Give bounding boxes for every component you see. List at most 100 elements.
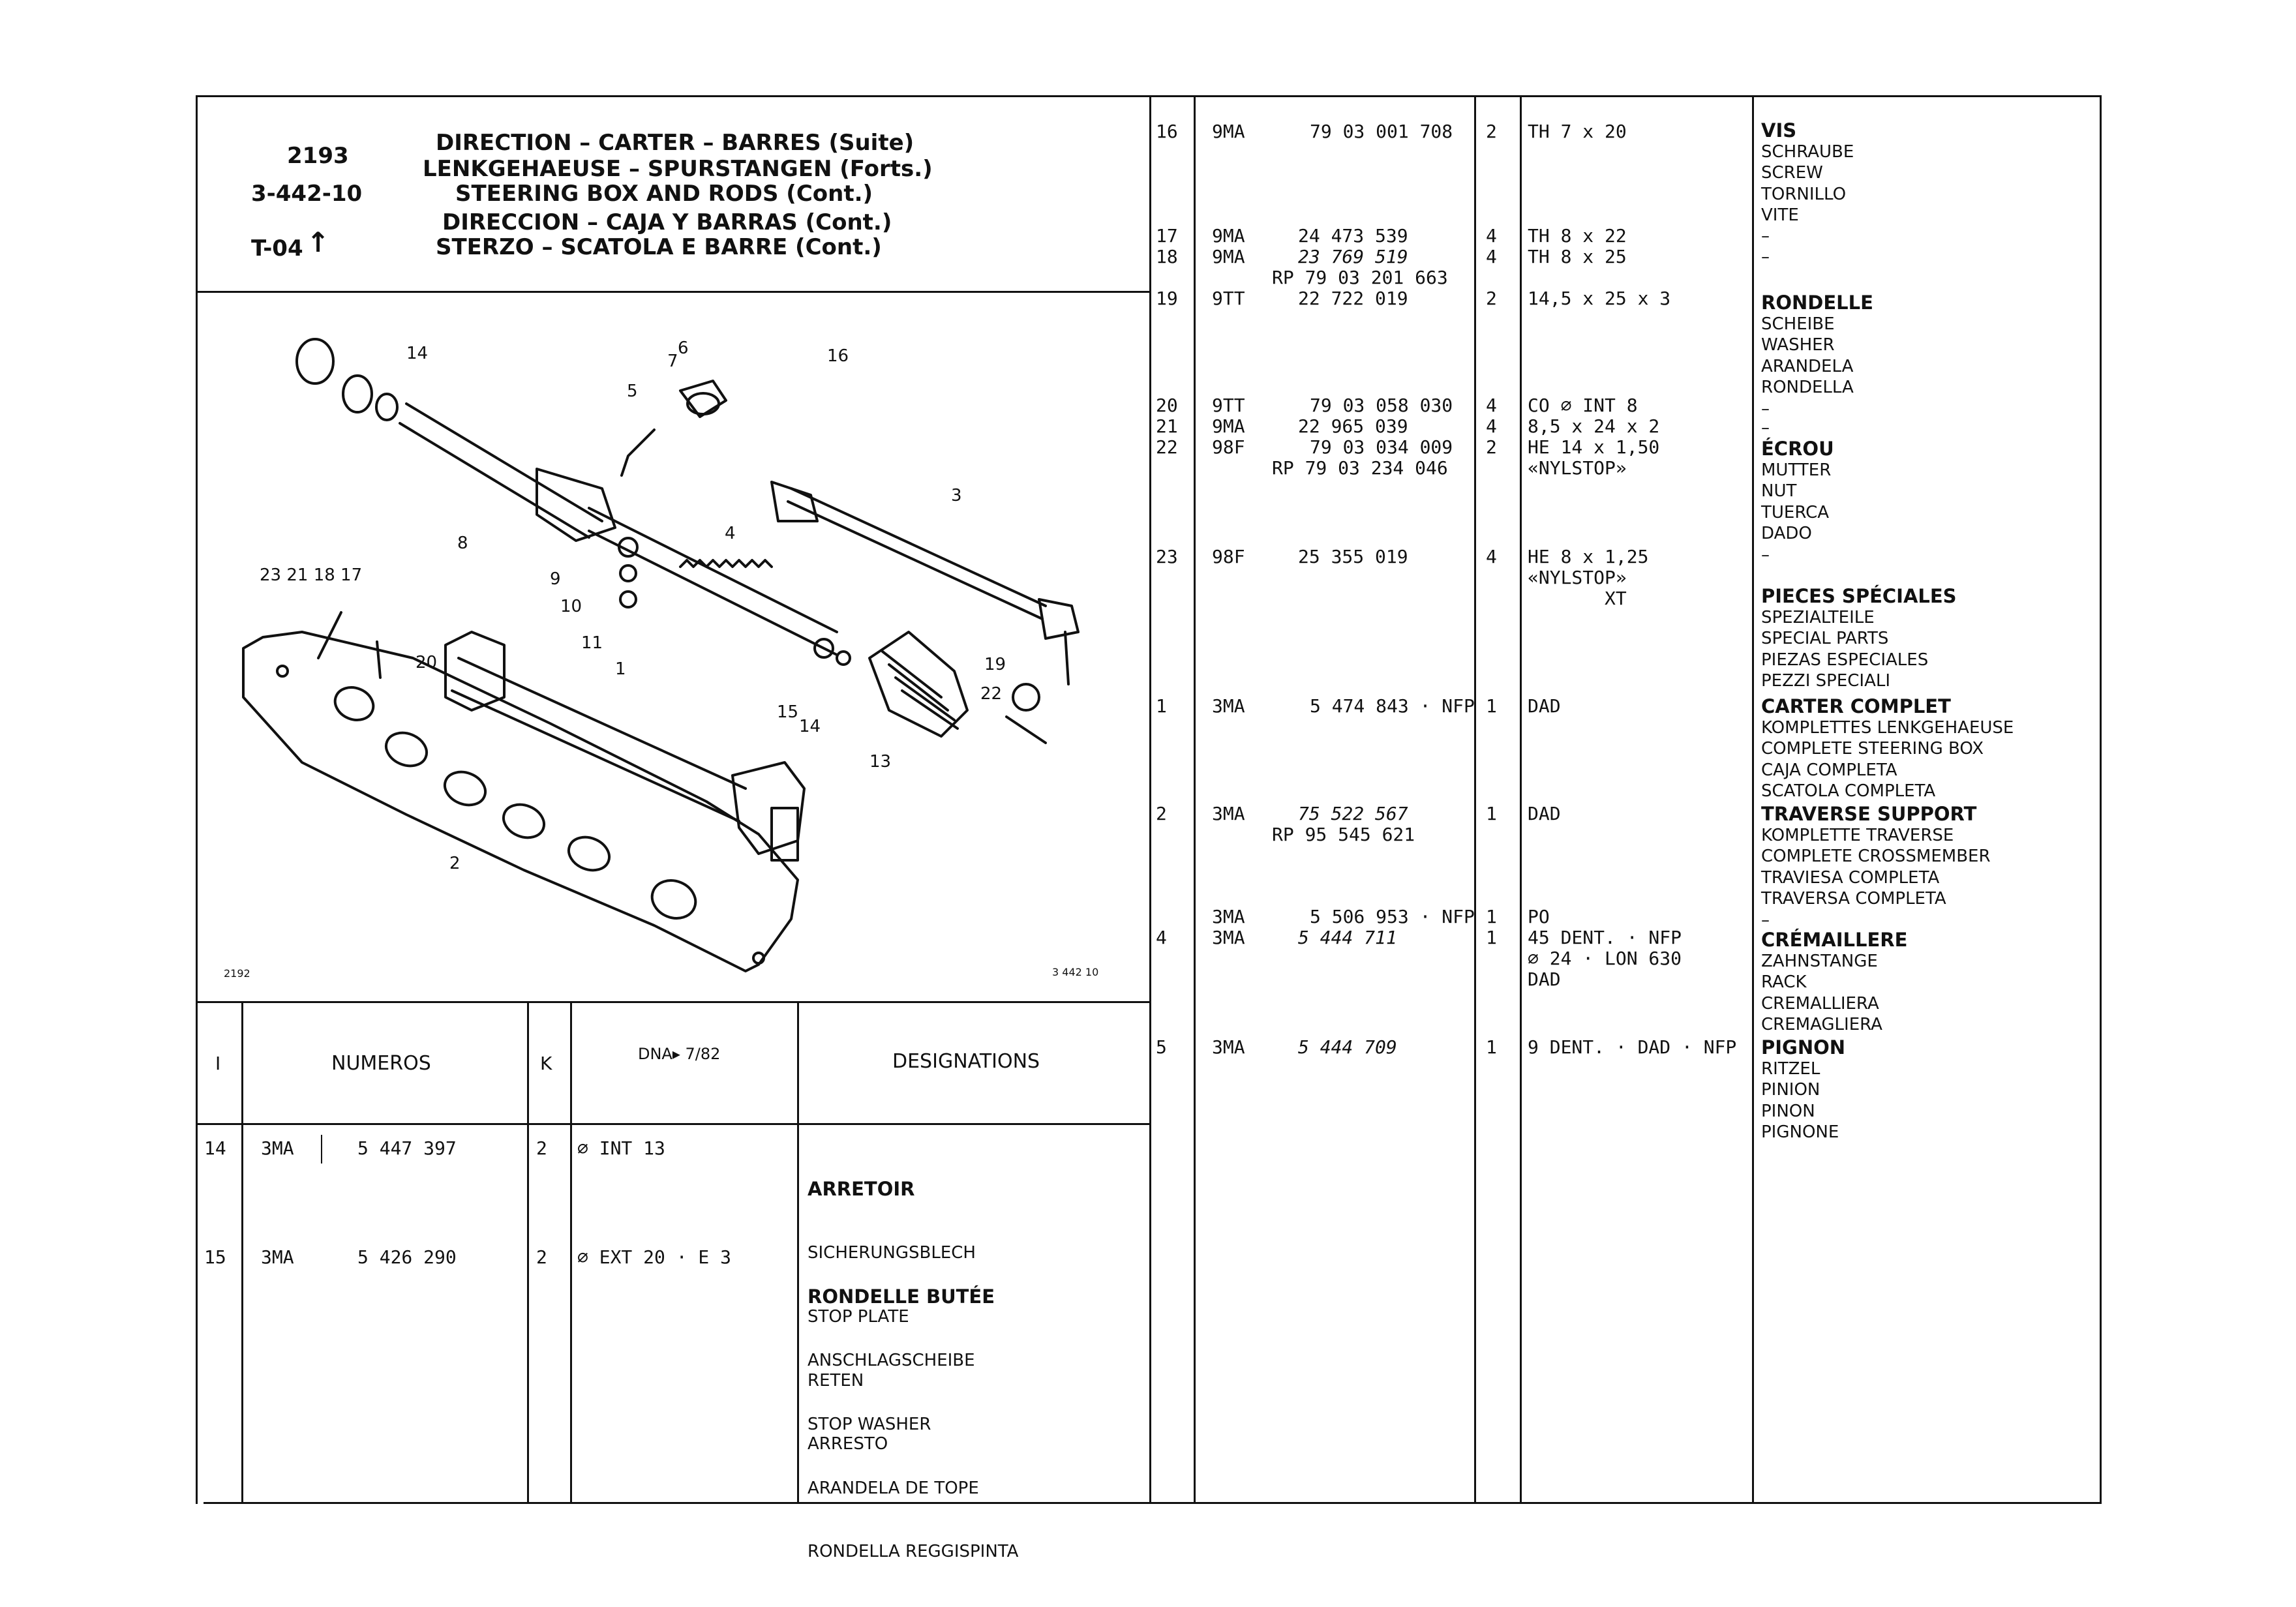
designation-line: PIGNON [1761,1036,1846,1059]
callout-14: 14 [799,717,821,736]
designation-line: SPECIAL PARTS [1761,629,1889,649]
designation-line: SCHEIBE [1761,314,1835,334]
designation-line: – [1761,247,1770,267]
row-number: 5 506 953 · NFP [1310,906,1475,927]
row-designation: ARRETOIR SICHERUNGSBLECH STOP PLATE RETE… [808,1178,976,1454]
corner-label-right: 3 442 10 [1052,966,1099,978]
callout-23-21-18-17: 23 21 18 17 [260,565,363,585]
designation-line: COMPLETE CROSSMEMBER [1761,847,1991,867]
callout-5: 5 [627,382,638,401]
row-dim: 8,5 x 24 x 2 [1528,415,1660,437]
exploded-diagram: 14 6 7 16 5 3 4 8 23 21 18 17 9 10 11 20… [198,293,1149,1001]
row-number: 22 722 019 [1298,288,1408,309]
row-number: 24 473 539 [1298,225,1408,247]
row-dim: DAD [1528,695,1561,717]
steering-assembly-drawing [242,338,1080,972]
row-prefix: 3MA [1212,927,1245,948]
designation-line: – [1761,226,1770,246]
designation-line: CRÉMAILLERE [1761,929,1908,951]
row-qty: 2 [536,1137,547,1159]
row-dim: PO [1528,906,1550,927]
row-qty: 1 [1486,803,1497,824]
designation-line: CREMAGLIERA [1761,1015,1882,1035]
row-qty: 4 [1486,395,1497,416]
callout-15: 15 [777,702,799,722]
designation-line: PIECES SPÉCIALES [1761,585,1957,607]
row-item: 21 [1156,415,1178,437]
designation-line: WASHER [1761,335,1835,355]
callout-6: 6 [678,338,689,358]
row-qty: 2 [1486,288,1497,309]
designation-line: ARANDELA [1761,356,1854,376]
callout-13: 13 [869,752,892,772]
row-number: 79 03 034 009 [1310,436,1453,458]
designation-line: PIEZAS ESPECIALES [1761,650,1929,670]
col-designations-header: DESIGNATIONS [892,1050,1040,1073]
row-dim: TH 8 x 22 [1528,225,1627,247]
row-dim: XT [1605,588,1627,609]
row-prefix: 3MA [1212,906,1245,927]
callout-8: 8 [457,533,468,553]
row-number: 22 965 039 [1298,415,1408,437]
callout-9: 9 [550,569,561,589]
row-dim: ⌀ EXT 20 · E 3 [577,1246,732,1268]
row-dim: HE 8 x 1,25 [1528,546,1649,567]
row-prefix: 98F [1212,546,1245,567]
title-it: STERZO – SCATOLA E BARRE (Cont.) [436,234,882,260]
row-number: 75 522 567 [1298,803,1408,824]
designation-line: VIS [1761,119,1797,142]
row-number: RP 79 03 201 663 [1272,267,1448,288]
row-dim: TH 7 x 20 [1528,121,1627,142]
designation-line: MUTTER [1761,460,1832,480]
col-dna-header: DNA▸ 7/82 [638,1045,721,1063]
designation-line: TORNILLO [1761,184,1847,204]
designation-line: NUT [1761,481,1797,502]
designation-line: ÉCROU [1761,438,1834,460]
designation-line: TRAVERSE SUPPORT [1761,803,1977,825]
designation-line: ZAHNSTANGE [1761,951,1878,971]
row-dim: DAD [1528,969,1561,990]
row-dim: «NYLSTOP» [1528,457,1627,479]
row-item: 1 [1156,695,1167,717]
row-number: 79 03 058 030 [1310,395,1453,416]
section-code: 3-442-10 [251,181,363,207]
row-prefix: 3MA [261,1246,294,1268]
row-item: 22 [1156,436,1178,458]
row-qty: 4 [1486,415,1497,437]
callout-19: 19 [984,655,1006,674]
row-qty: 1 [1486,927,1497,948]
row-dim: ⌀ INT 13 [577,1137,665,1159]
callout-2: 2 [449,854,461,873]
row-number: 5 444 711 [1298,927,1397,948]
designation-line: TUERCA [1761,502,1830,522]
row-item: 17 [1156,225,1178,247]
row-number: 5 426 290 [357,1246,457,1268]
designation-line: RONDELLA [1761,378,1854,398]
row-prefix: 9MA [1212,121,1245,142]
row-qty: 2 [1486,436,1497,458]
row-qty: 2 [1486,121,1497,142]
row-qty: 4 [1486,546,1497,567]
row-dim: ⌀ 24 · LON 630 [1528,948,1682,969]
row-number: 5 474 843 · NFP [1310,695,1475,717]
designation-line: CAJA COMPLETA [1761,760,1897,780]
callout-10: 10 [560,597,582,616]
designation-line: SCREW [1761,163,1823,183]
callout-3: 3 [951,486,962,505]
row-qty: 1 [1486,906,1497,927]
row-item: 18 [1156,246,1178,267]
row-prefix: 3MA [1212,1036,1245,1058]
row-qty: 4 [1486,246,1497,267]
row-prefix: 9TT [1212,288,1245,309]
row-prefix: 3MA [1212,803,1245,824]
row-prefix: 9MA [1212,225,1245,247]
designation-group: – [1761,417,1770,439]
designation-line: PEZZI SPECIALI [1761,671,1891,691]
col-k-header: K [540,1053,552,1074]
designation-line: RITZEL [1761,1059,1820,1079]
row-item: 4 [1156,927,1167,948]
